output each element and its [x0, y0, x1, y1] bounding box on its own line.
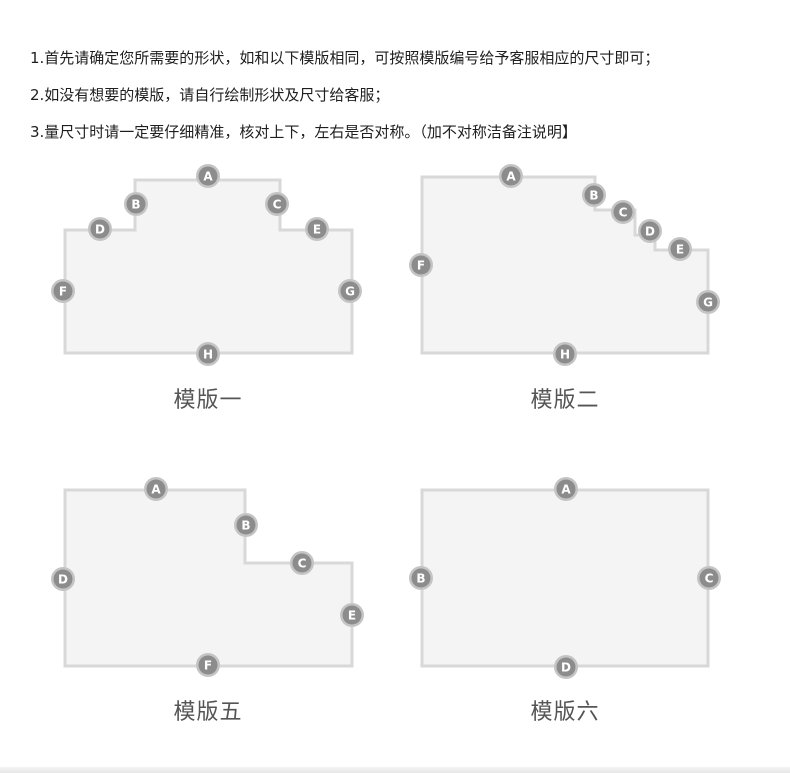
badge-label: H	[560, 348, 570, 362]
badge-label: B	[589, 189, 598, 203]
badge-dot	[670, 239, 690, 259]
badge-label: E	[313, 223, 321, 237]
template-5-diagram: A B C D E F	[51, 477, 365, 718]
badge-label: G	[345, 285, 355, 299]
badge-label: B	[131, 198, 140, 212]
badge-dot	[198, 655, 218, 675]
badge-label: E	[676, 243, 684, 257]
badge-dot	[555, 344, 575, 364]
badge-dot	[292, 553, 312, 573]
badge-dot	[146, 479, 166, 499]
badge-label: F	[59, 285, 67, 299]
instruction-line-3: 3.量尺寸时请一定要仔细精准，核对上下，左右是否对称。（加不对称洁备注说明】	[30, 123, 577, 141]
badge-a: A	[196, 164, 220, 188]
template-1-diagram: A B C D E F G H	[51, 164, 365, 405]
badge-b: B	[409, 566, 433, 590]
badge-dot	[698, 292, 718, 312]
badge-label: H	[203, 348, 213, 362]
badge-label: D	[645, 225, 655, 239]
badge-dot	[53, 569, 73, 589]
badge-dot	[411, 568, 431, 588]
template-1-caption: 模版一	[173, 388, 243, 413]
badge-dot	[126, 194, 146, 214]
badge-label: A	[151, 483, 161, 497]
template-2-caption: 模版二	[530, 388, 600, 413]
badge-dot	[584, 185, 604, 205]
badge-dot	[267, 194, 287, 214]
badge-c: C	[697, 566, 721, 590]
template-6-shape-svg: A B C D	[409, 477, 721, 679]
badge-d: D	[88, 217, 112, 241]
badge-c: C	[611, 200, 635, 224]
badge-a: A	[499, 164, 523, 188]
badge-dot	[198, 166, 218, 186]
badge-label: C	[705, 572, 714, 586]
template-1-shape	[63, 178, 354, 355]
badge-c: C	[290, 551, 314, 575]
bottom-divider	[0, 767, 790, 773]
badge-e: E	[305, 217, 329, 241]
badge-dot	[53, 281, 73, 301]
template-2-diagram: A B C D E F G H	[409, 164, 720, 405]
instructions: 1.首先请确定您所需要的形状，如和以下模版相同，可按照模版编号给予客服相应的尺寸…	[30, 40, 659, 151]
badge-dot	[90, 219, 110, 239]
badge-dot	[699, 568, 719, 588]
badge-dot	[340, 281, 360, 301]
badge-label: F	[204, 659, 212, 673]
badge-a: A	[144, 477, 168, 501]
badge-label: A	[561, 483, 571, 497]
badge-label: A	[203, 170, 213, 184]
template-6-diagram: A B C D	[409, 477, 721, 718]
badge-h: H	[553, 342, 577, 366]
instruction-line-1: 1.首先请确定您所需要的形状，如和以下模版相同，可按照模版编号给予客服相应的尺寸…	[30, 49, 660, 67]
badge-f: F	[196, 653, 220, 677]
badge-dot	[342, 605, 362, 625]
badge-dot	[411, 255, 431, 275]
badge-a: A	[554, 477, 578, 501]
template-6-shape	[420, 488, 710, 668]
badge-label: G	[703, 296, 713, 310]
badge-b: B	[234, 513, 258, 537]
badge-e: E	[340, 603, 364, 627]
badge-label: E	[348, 609, 356, 623]
template-2-shape-svg: A B C D E F G H	[409, 164, 720, 366]
badge-dot	[501, 166, 521, 186]
badge-label: B	[416, 572, 425, 586]
badge-d: D	[554, 655, 578, 679]
badge-label: F	[417, 259, 425, 273]
badge-f: F	[51, 279, 75, 303]
badge-dot	[613, 202, 633, 222]
badge-dot	[556, 479, 576, 499]
badge-dot	[640, 221, 660, 241]
badge-f: F	[409, 253, 433, 277]
badge-label: D	[58, 573, 68, 587]
badge-d: D	[638, 219, 662, 243]
badge-label: B	[241, 519, 250, 533]
badge-h: H	[196, 342, 220, 366]
badge-c: C	[265, 192, 289, 216]
badge-label: D	[95, 223, 105, 237]
template-6-caption: 模版六	[530, 700, 600, 725]
template-1-shape-svg: A B C D E F G H	[51, 164, 362, 366]
badge-b: B	[124, 192, 148, 216]
badge-g: G	[696, 290, 720, 314]
badge-g: G	[338, 279, 362, 303]
template-5-shape-svg: A B C D E F	[51, 477, 364, 677]
badge-dot	[236, 515, 256, 535]
badge-label: A	[506, 170, 516, 184]
badge-d: D	[51, 567, 75, 591]
template-5-caption: 模版五	[173, 700, 243, 725]
template-2-shape	[420, 175, 710, 355]
badge-e: E	[668, 237, 692, 261]
badge-dot	[198, 344, 218, 364]
instruction-line-2: 2.如没有想要的模版，请自行绘制形状及尺寸给客服；	[30, 86, 390, 104]
badge-label: C	[619, 206, 628, 220]
badge-label: C	[298, 557, 307, 571]
badge-label: D	[561, 661, 571, 675]
badge-b: B	[582, 183, 606, 207]
badge-dot	[556, 657, 576, 677]
badge-label: C	[273, 198, 282, 212]
template-5-shape	[63, 488, 354, 668]
badge-dot	[307, 219, 327, 239]
